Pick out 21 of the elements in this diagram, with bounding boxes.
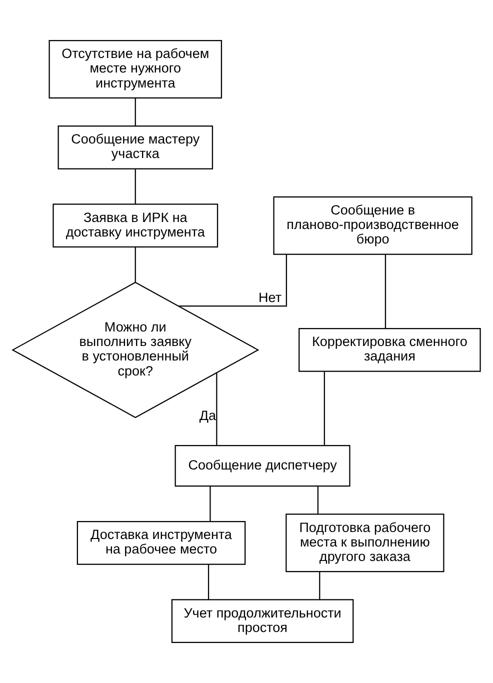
node-box: Сообщение в планово-производственное бюро bbox=[273, 196, 472, 255]
node-box: Заявка в ИРК на доставку инструмента bbox=[52, 204, 218, 248]
connector bbox=[216, 372, 218, 446]
node-box: Сообщение мастеру участка bbox=[58, 125, 214, 170]
connector bbox=[134, 169, 136, 204]
node-box: Доставка инструмента на рабочее место bbox=[76, 520, 246, 565]
connector bbox=[208, 564, 210, 600]
node-box: Отсутствие на рабочем месте нужного инструмента bbox=[48, 40, 222, 98]
connector bbox=[178, 254, 287, 307]
node-box: Сообщение диспетчеру bbox=[174, 445, 350, 487]
connector bbox=[317, 486, 319, 514]
connector bbox=[319, 572, 320, 600]
connector bbox=[210, 486, 211, 522]
connector bbox=[384, 254, 386, 328]
connector bbox=[134, 98, 136, 126]
connector bbox=[134, 247, 136, 282]
node-box: Корректировка сменного задания bbox=[298, 328, 481, 372]
node-box: Учет продолжительности простоя bbox=[171, 599, 354, 644]
connector bbox=[324, 372, 325, 446]
edge-label: Нет bbox=[258, 290, 282, 306]
node-box: Подготовка рабочего места к выполнению другого заказа bbox=[286, 514, 444, 572]
